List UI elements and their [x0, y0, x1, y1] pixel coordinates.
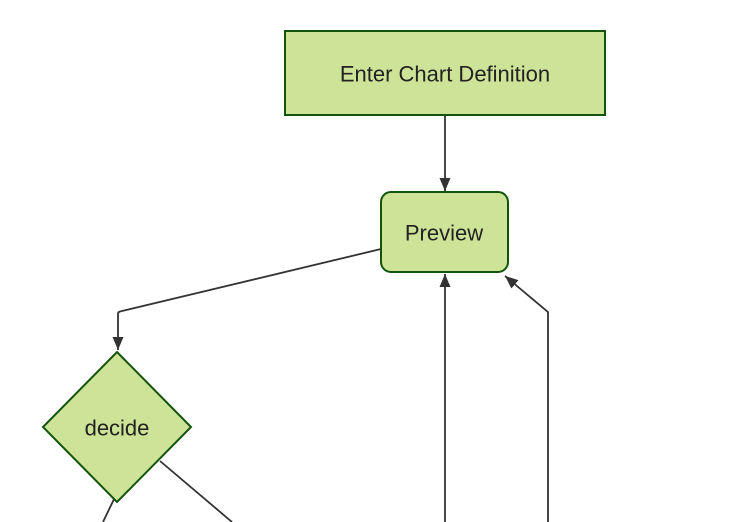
- edge-decide-to-offscreen-right: [159, 460, 233, 522]
- node-decide: decide: [41, 350, 193, 504]
- rounded-rectangle-shape: [380, 191, 509, 273]
- node-label-decide: decide: [85, 416, 150, 441]
- node-label-preview: Preview: [405, 221, 483, 246]
- rectangle-shape: [284, 30, 606, 116]
- edge-decide-to-offscreen-left: [102, 496, 116, 522]
- edge-preview-to-decide: [112, 248, 382, 350]
- diamond-shape: [41, 350, 193, 504]
- node-label-enter-chart-definition: Enter Chart Definition: [340, 62, 550, 87]
- node-preview: Preview: [380, 191, 509, 273]
- node-enter-chart-definition: Enter Chart Definition: [284, 30, 606, 116]
- edge-offscreen-to-preview-corner: [504, 275, 549, 522]
